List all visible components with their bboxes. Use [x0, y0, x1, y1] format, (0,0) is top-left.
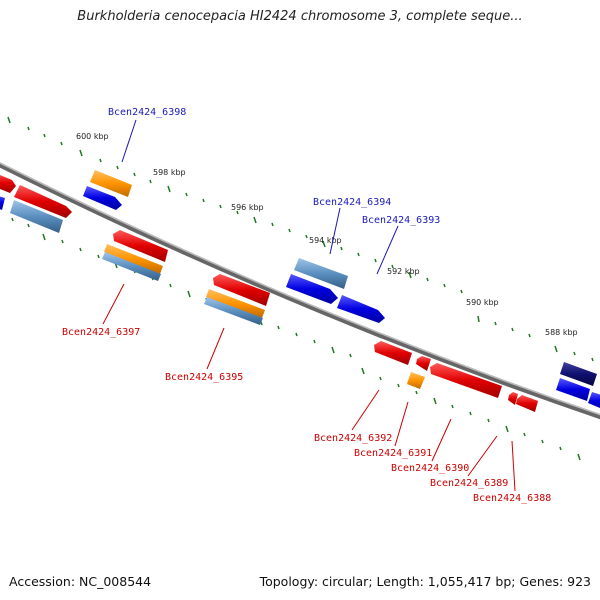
- leader-line: [467, 435, 498, 477]
- gene-label[interactable]: Bcen2424_6389: [430, 478, 508, 489]
- gene-arrow[interactable]: [14, 185, 72, 218]
- gene-label[interactable]: Bcen2424_6388: [473, 493, 551, 504]
- map-title: Burkholderia cenocepacia HI2424 chromoso…: [77, 9, 523, 24]
- leader-line: [394, 401, 409, 447]
- kbp-label-588: 588 kbp: [545, 328, 578, 337]
- leader-line: [376, 225, 399, 275]
- kbp-label-594: 594 kbp: [309, 236, 342, 245]
- kbp-label-590: 590 kbp: [466, 298, 499, 307]
- leader-line: [431, 418, 452, 462]
- leader-line: [206, 327, 225, 370]
- gene-arrow[interactable]: [560, 362, 597, 386]
- inner-tick-ring: [11, 217, 581, 461]
- gene-arrow[interactable]: [83, 186, 122, 210]
- gene-label[interactable]: Bcen2424_6398: [108, 107, 186, 118]
- gene-arrow[interactable]: [416, 356, 431, 371]
- gene-arrow[interactable]: [337, 295, 385, 323]
- gene-label[interactable]: Bcen2424_6391: [354, 448, 432, 459]
- gene-label[interactable]: Bcen2424_6394: [313, 197, 391, 208]
- gene-label[interactable]: Bcen2424_6397: [62, 327, 140, 338]
- gene-arrow[interactable]: [516, 395, 538, 412]
- kbp-label-596: 596 kbp: [231, 203, 264, 212]
- gene-arrow[interactable]: [90, 170, 132, 197]
- accession-text: Accession: NC_008544: [9, 574, 152, 589]
- gene-arrow[interactable]: [430, 363, 502, 398]
- kbp-label-598: 598 kbp: [153, 168, 186, 177]
- gene-arrow[interactable]: [10, 200, 63, 233]
- leader-line: [511, 440, 516, 492]
- gene-arrow[interactable]: [204, 297, 263, 325]
- gene-arrow[interactable]: [508, 392, 518, 405]
- gene-label[interactable]: Bcen2424_6392: [314, 433, 392, 444]
- gene-arrow[interactable]: [286, 274, 338, 304]
- gene-label[interactable]: Bcen2424_6390: [391, 463, 469, 474]
- outer-tick-ring: [7, 116, 594, 362]
- gene-label[interactable]: Bcen2424_6395: [165, 372, 243, 383]
- backbone: [0, 162, 600, 420]
- gene-arrow[interactable]: [213, 274, 270, 306]
- leader-line: [102, 283, 125, 325]
- gene-arrow[interactable]: [294, 258, 348, 289]
- leader-line: [351, 389, 380, 431]
- kbp-label-600: 600 kbp: [76, 132, 109, 141]
- gene-arrow[interactable]: [588, 392, 600, 410]
- gene-arrow[interactable]: [0, 195, 5, 210]
- topology-text: Topology: circular; Length: 1,055,417 bp…: [259, 574, 591, 589]
- gene-arrow[interactable]: [113, 230, 168, 262]
- gene-label[interactable]: Bcen2424_6393: [362, 215, 440, 226]
- gene-arrow[interactable]: [374, 341, 412, 365]
- leader-line: [121, 119, 137, 163]
- leader-line: [329, 207, 341, 255]
- kbp-label-592: 592 kbp: [387, 267, 420, 276]
- backbone-highlight: [0, 162, 600, 416]
- gene-arrow[interactable]: [206, 289, 265, 318]
- gene-arrow[interactable]: [104, 244, 163, 274]
- gene-arrow[interactable]: [102, 252, 161, 281]
- gene-arrow[interactable]: [0, 173, 16, 193]
- gene-arrow[interactable]: [407, 372, 425, 389]
- gene-arrow[interactable]: [556, 378, 590, 401]
